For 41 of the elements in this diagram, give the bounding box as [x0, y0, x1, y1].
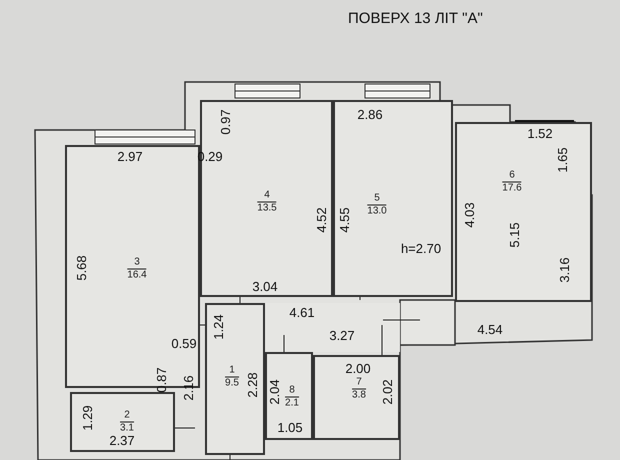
dimension-label: 4.54 [477, 323, 503, 337]
dimension-label: 3.16 [558, 257, 572, 283]
room-number-area: 2 3.1 [120, 410, 134, 434]
dimension-label: 2.97 [117, 150, 143, 164]
dimension-label: 1.29 [81, 405, 95, 431]
dimension-label: 2.28 [246, 372, 260, 398]
dimension-label: 2.16 [182, 375, 196, 401]
room-number-area: 6 17.6 [502, 170, 522, 194]
dimension-label: 4.55 [338, 207, 352, 233]
room-outline [333, 100, 453, 297]
dimension-label: 4.61 [289, 306, 315, 320]
dimension-label: 1.05 [277, 421, 303, 435]
room-outline [265, 352, 313, 440]
dimension-label: 5.15 [508, 222, 522, 248]
room-outline [313, 355, 400, 440]
room-number-area: 4 13.5 [257, 190, 277, 214]
dimension-label: 0.59 [171, 337, 197, 351]
room-outline [70, 392, 175, 452]
room-number-area: 1 9.5 [225, 364, 239, 390]
dimension-label: 3.04 [252, 280, 278, 294]
room-number-area: 8 2.1 [285, 384, 299, 410]
floor-title: ПОВЕРХ 13 ЛІТ "А" [348, 10, 483, 27]
dimension-label: 4.03 [463, 202, 477, 228]
dimension-label: 2.37 [109, 434, 135, 448]
dimension-label: 2.00 [345, 362, 371, 376]
dimension-label: 3.27 [329, 329, 355, 343]
room-outline [205, 303, 265, 455]
dimension-label: 4.52 [315, 207, 329, 233]
dimension-label: 5.68 [75, 255, 89, 281]
room-number-area: 7 3.8 [352, 376, 366, 402]
dimension-label: 0.97 [219, 109, 233, 135]
dimension-label: 2.02 [381, 379, 395, 405]
dimension-label: 2.04 [268, 379, 282, 405]
room-number-area: 5 13.0 [367, 192, 387, 218]
dimension-label: 2.86 [357, 108, 383, 122]
dimension-label: 1.52 [527, 127, 553, 141]
room-number-area: 3 16.4 [127, 256, 147, 282]
ceiling-height-label: h=2.70 [400, 242, 442, 256]
dimension-label: 1.65 [556, 147, 570, 173]
dimension-label: 1.24 [212, 314, 226, 340]
room-outline [455, 122, 592, 302]
